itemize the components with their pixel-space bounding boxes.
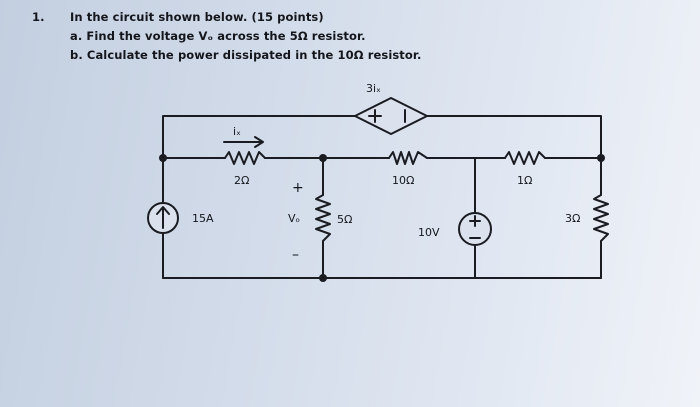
resistor-5ohm [315,194,331,242]
label-vo: Vₒ [288,212,300,225]
resistor-10ohm [388,151,428,165]
problem-header-text: In the circuit shown below. (15 points) [70,10,324,24]
problem-header: 1. In the circuit shown below. (15 points… [32,8,422,27]
wire-top-left [162,115,356,159]
current-direction-arrow-icon [223,136,264,148]
label-vo-minus: – [292,247,299,263]
label-10ohm: 10Ω [392,174,414,187]
problem-number: 1. [32,10,45,24]
node-5ohm-bottom [319,274,327,282]
wire-top-right [426,115,602,159]
node-5ohm-top [319,154,327,162]
label-3ohm: 3Ω [565,212,580,225]
label-1ohm: 1Ω [517,174,532,187]
resistor-2ohm [224,151,266,165]
label-5ohm: 5Ω [337,213,352,226]
node-left [159,154,167,162]
dependent-source-plus-sign [368,109,382,123]
resistor-3ohm [593,194,609,242]
dependent-voltage-source [354,97,428,135]
label-vo-plus: + [292,180,304,196]
problem-statement: 1. In the circuit shown below. (15 points… [32,8,422,65]
dependent-source-label: 3iₓ [366,82,381,95]
circuit-nodes [159,154,605,282]
problem-part-a: a. Find the voltage Vₒ across the 5Ω res… [70,29,366,43]
label-2ohm: 2Ω [234,174,249,187]
problem-part-b: b. Calculate the power dissipated in the… [70,48,422,62]
resistor-1ohm [504,151,546,165]
current-ix-label: iₓ [233,125,241,138]
current-source-arrow-icon [156,206,170,229]
circuit-wires [147,97,609,279]
voltage-source-10v [458,212,492,246]
node-right [597,154,605,162]
label-10v: 10V [418,226,440,239]
label-15a: 15A [192,212,214,225]
voltage-source-plus-sign [469,215,481,227]
